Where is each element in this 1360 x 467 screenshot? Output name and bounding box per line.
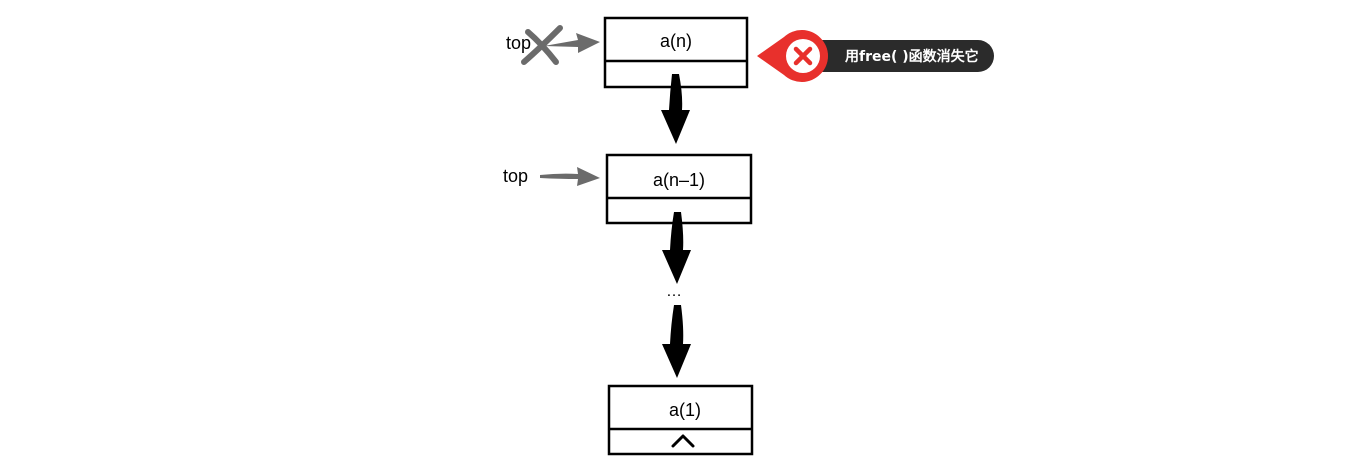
node-label-a-n: a(n) bbox=[660, 31, 692, 51]
node-label-a-n-minus-1: a(n–1) bbox=[653, 170, 705, 190]
new-top-pointer: top bbox=[503, 166, 600, 186]
free-callout: 用free( )函数消失它 bbox=[757, 30, 994, 82]
ellipsis: … bbox=[666, 283, 682, 300]
old-top-arrow bbox=[544, 33, 600, 53]
new-top-label: top bbox=[503, 166, 528, 186]
link-arrow-3 bbox=[662, 305, 691, 378]
stack-node-bottom: a(1) bbox=[607, 384, 754, 456]
old-top-label: top bbox=[506, 33, 531, 53]
close-icon bbox=[793, 46, 813, 66]
link-arrow-1 bbox=[661, 74, 690, 144]
callout-text: 用free( )函数消失它 bbox=[845, 48, 979, 65]
old-top-pointer: top bbox=[506, 25, 600, 65]
cross-mark-stroke-2 bbox=[521, 25, 563, 65]
callout-bubble bbox=[806, 40, 994, 72]
node-label-a-1: a(1) bbox=[669, 400, 701, 420]
new-top-arrow bbox=[540, 167, 600, 186]
null-pointer-icon bbox=[671, 434, 695, 448]
link-arrow-2 bbox=[662, 212, 691, 284]
node-box bbox=[607, 384, 754, 456]
